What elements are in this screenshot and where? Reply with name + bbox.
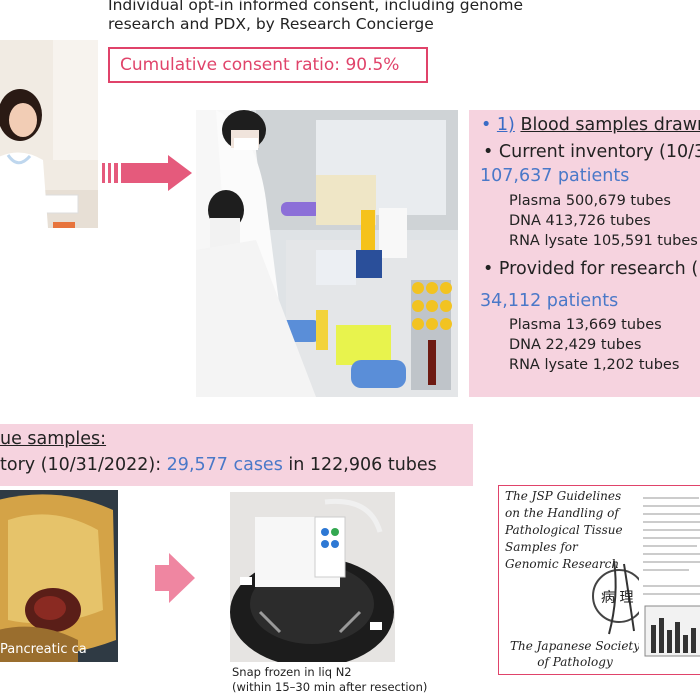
provided-text: Provided for research ( — [498, 259, 699, 279]
blood-samples-title: • 1) Blood samples drawn — [481, 115, 700, 135]
tissue-samples-bar — [0, 424, 473, 486]
current-inventory-text: Current inventory (10/3 — [498, 142, 700, 162]
arrow-right-icon — [102, 155, 194, 191]
pancreatic-specimen-photo: Pancreatic ca — [0, 490, 118, 662]
guideline-society: The Japanese Society of Pathology — [509, 639, 641, 669]
tissue-inventory-cases: 29,577 cases — [166, 455, 283, 475]
tissue-inventory-line: tory (10/31/2022): 29,577 cases in 122,9… — [0, 455, 437, 475]
document-page-thumbnail — [639, 490, 700, 672]
frozen-caption-line1: Snap frozen in liq N2 — [232, 665, 352, 679]
blood-title-number: 1) — [496, 115, 515, 135]
frozen-caption-line2: (within 15–30 min after resection) — [232, 680, 428, 694]
provided-plasma-item: Plasma 13,669 tubes — [509, 317, 662, 333]
arrow-right-icon — [155, 553, 195, 603]
lab-photo — [196, 110, 458, 397]
provided-rna-item: RNA lysate 1,202 tubes — [509, 357, 680, 373]
current-rna-item: RNA lysate 105,591 tubes — [509, 233, 698, 249]
current-patients-count: 107,637 patients — [480, 166, 630, 186]
guideline-title: The JSP Guidelines on the Handling of Pa… — [505, 489, 623, 571]
provided-patients-count: 34,112 patients — [480, 291, 619, 311]
tissue-inventory-prefix: tory (10/31/2022): — [0, 455, 167, 475]
current-dna-item: DNA 413,726 tubes — [509, 213, 651, 229]
blood-samples-panel: • 1) Blood samples drawn • Current inven… — [469, 110, 700, 397]
consent-description: Individual opt-in informed consent, incl… — [108, 0, 668, 34]
frozen-container-photo — [230, 492, 395, 662]
blood-title-text: Blood samples drawn — [520, 115, 700, 135]
consent-description-line1: Individual opt-in informed consent, incl… — [108, 0, 524, 14]
pancreatic-label: Pancreatic ca — [0, 642, 87, 657]
consent-ratio-box: Cumulative consent ratio: 90.5% — [108, 47, 428, 83]
consent-description-line2: research and PDX, by Research Concierge — [108, 15, 434, 33]
provided-label: • Provided for research ( — [483, 259, 699, 279]
tissue-samples-title: ue samples: — [0, 429, 107, 449]
consent-ratio-text: Cumulative consent ratio: 90.5% — [120, 55, 400, 75]
current-plasma-item: Plasma 500,679 tubes — [509, 193, 671, 209]
seal-logo-text: 病 理 — [601, 590, 633, 606]
current-inventory-label: • Current inventory (10/3 — [483, 142, 700, 162]
frozen-caption: Snap frozen in liq N2 (within 15–30 min … — [232, 665, 427, 695]
provided-dna-item: DNA 22,429 tubes — [509, 337, 642, 353]
tissue-inventory-suffix: in 122,906 tubes — [282, 455, 437, 475]
jsp-guideline-document: The JSP Guidelines on the Handling of Pa… — [498, 485, 700, 675]
doctor-photo — [0, 40, 98, 228]
